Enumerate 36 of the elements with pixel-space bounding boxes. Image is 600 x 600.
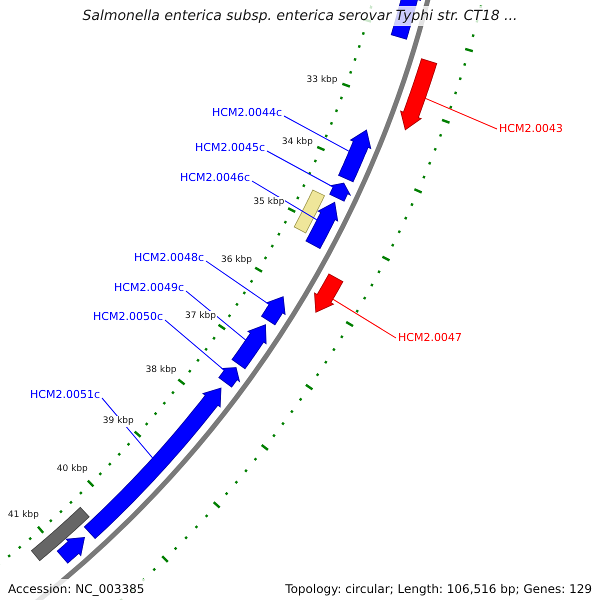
leader-line	[252, 180, 318, 220]
tick-label: 33 kbp	[306, 75, 338, 86]
leader-line	[266, 150, 334, 188]
tick-label: 37 kbp	[184, 311, 217, 322]
gene-feature	[400, 58, 438, 130]
gene-feature	[338, 129, 372, 182]
gene-label: HCM2.0051c	[30, 388, 100, 401]
leader-line	[424, 98, 498, 130]
gene-feature	[56, 537, 85, 564]
gene-feature	[231, 324, 267, 370]
gene-feature	[218, 367, 240, 388]
tick-label: 34 kbp	[280, 136, 314, 148]
gene-label: HCM2.0049c	[114, 281, 184, 294]
gene-label: HCM2.0047	[398, 331, 462, 344]
tick-label: 38 kbp	[144, 365, 178, 376]
tick-label: 41 kbp	[6, 510, 40, 521]
tick-label: 39 kbp	[102, 416, 135, 428]
gene-feature	[260, 296, 286, 326]
leader-line	[164, 320, 225, 371]
gene-feature	[314, 273, 344, 313]
gene-feature	[294, 189, 326, 234]
gene-label: HCM2.0046c	[180, 171, 250, 184]
leader-line	[206, 260, 270, 305]
gene-label: HCM2.0043	[499, 122, 563, 135]
leader-line	[284, 116, 350, 152]
gene-label: HCM2.0048c	[134, 251, 204, 264]
tick-label: 36 kbp	[220, 255, 253, 266]
leader-line	[332, 298, 396, 338]
gene-feature	[305, 202, 338, 250]
leader-line	[186, 290, 246, 340]
tick-label: 35 kbp	[252, 197, 286, 208]
gene-feature	[329, 182, 352, 202]
tick-label: 40 kbp	[56, 464, 89, 476]
gene-label: HCM2.0050c	[93, 310, 163, 323]
gene-label: HCM2.0044c	[212, 106, 282, 119]
gene-label: HCM2.0045c	[195, 141, 265, 154]
